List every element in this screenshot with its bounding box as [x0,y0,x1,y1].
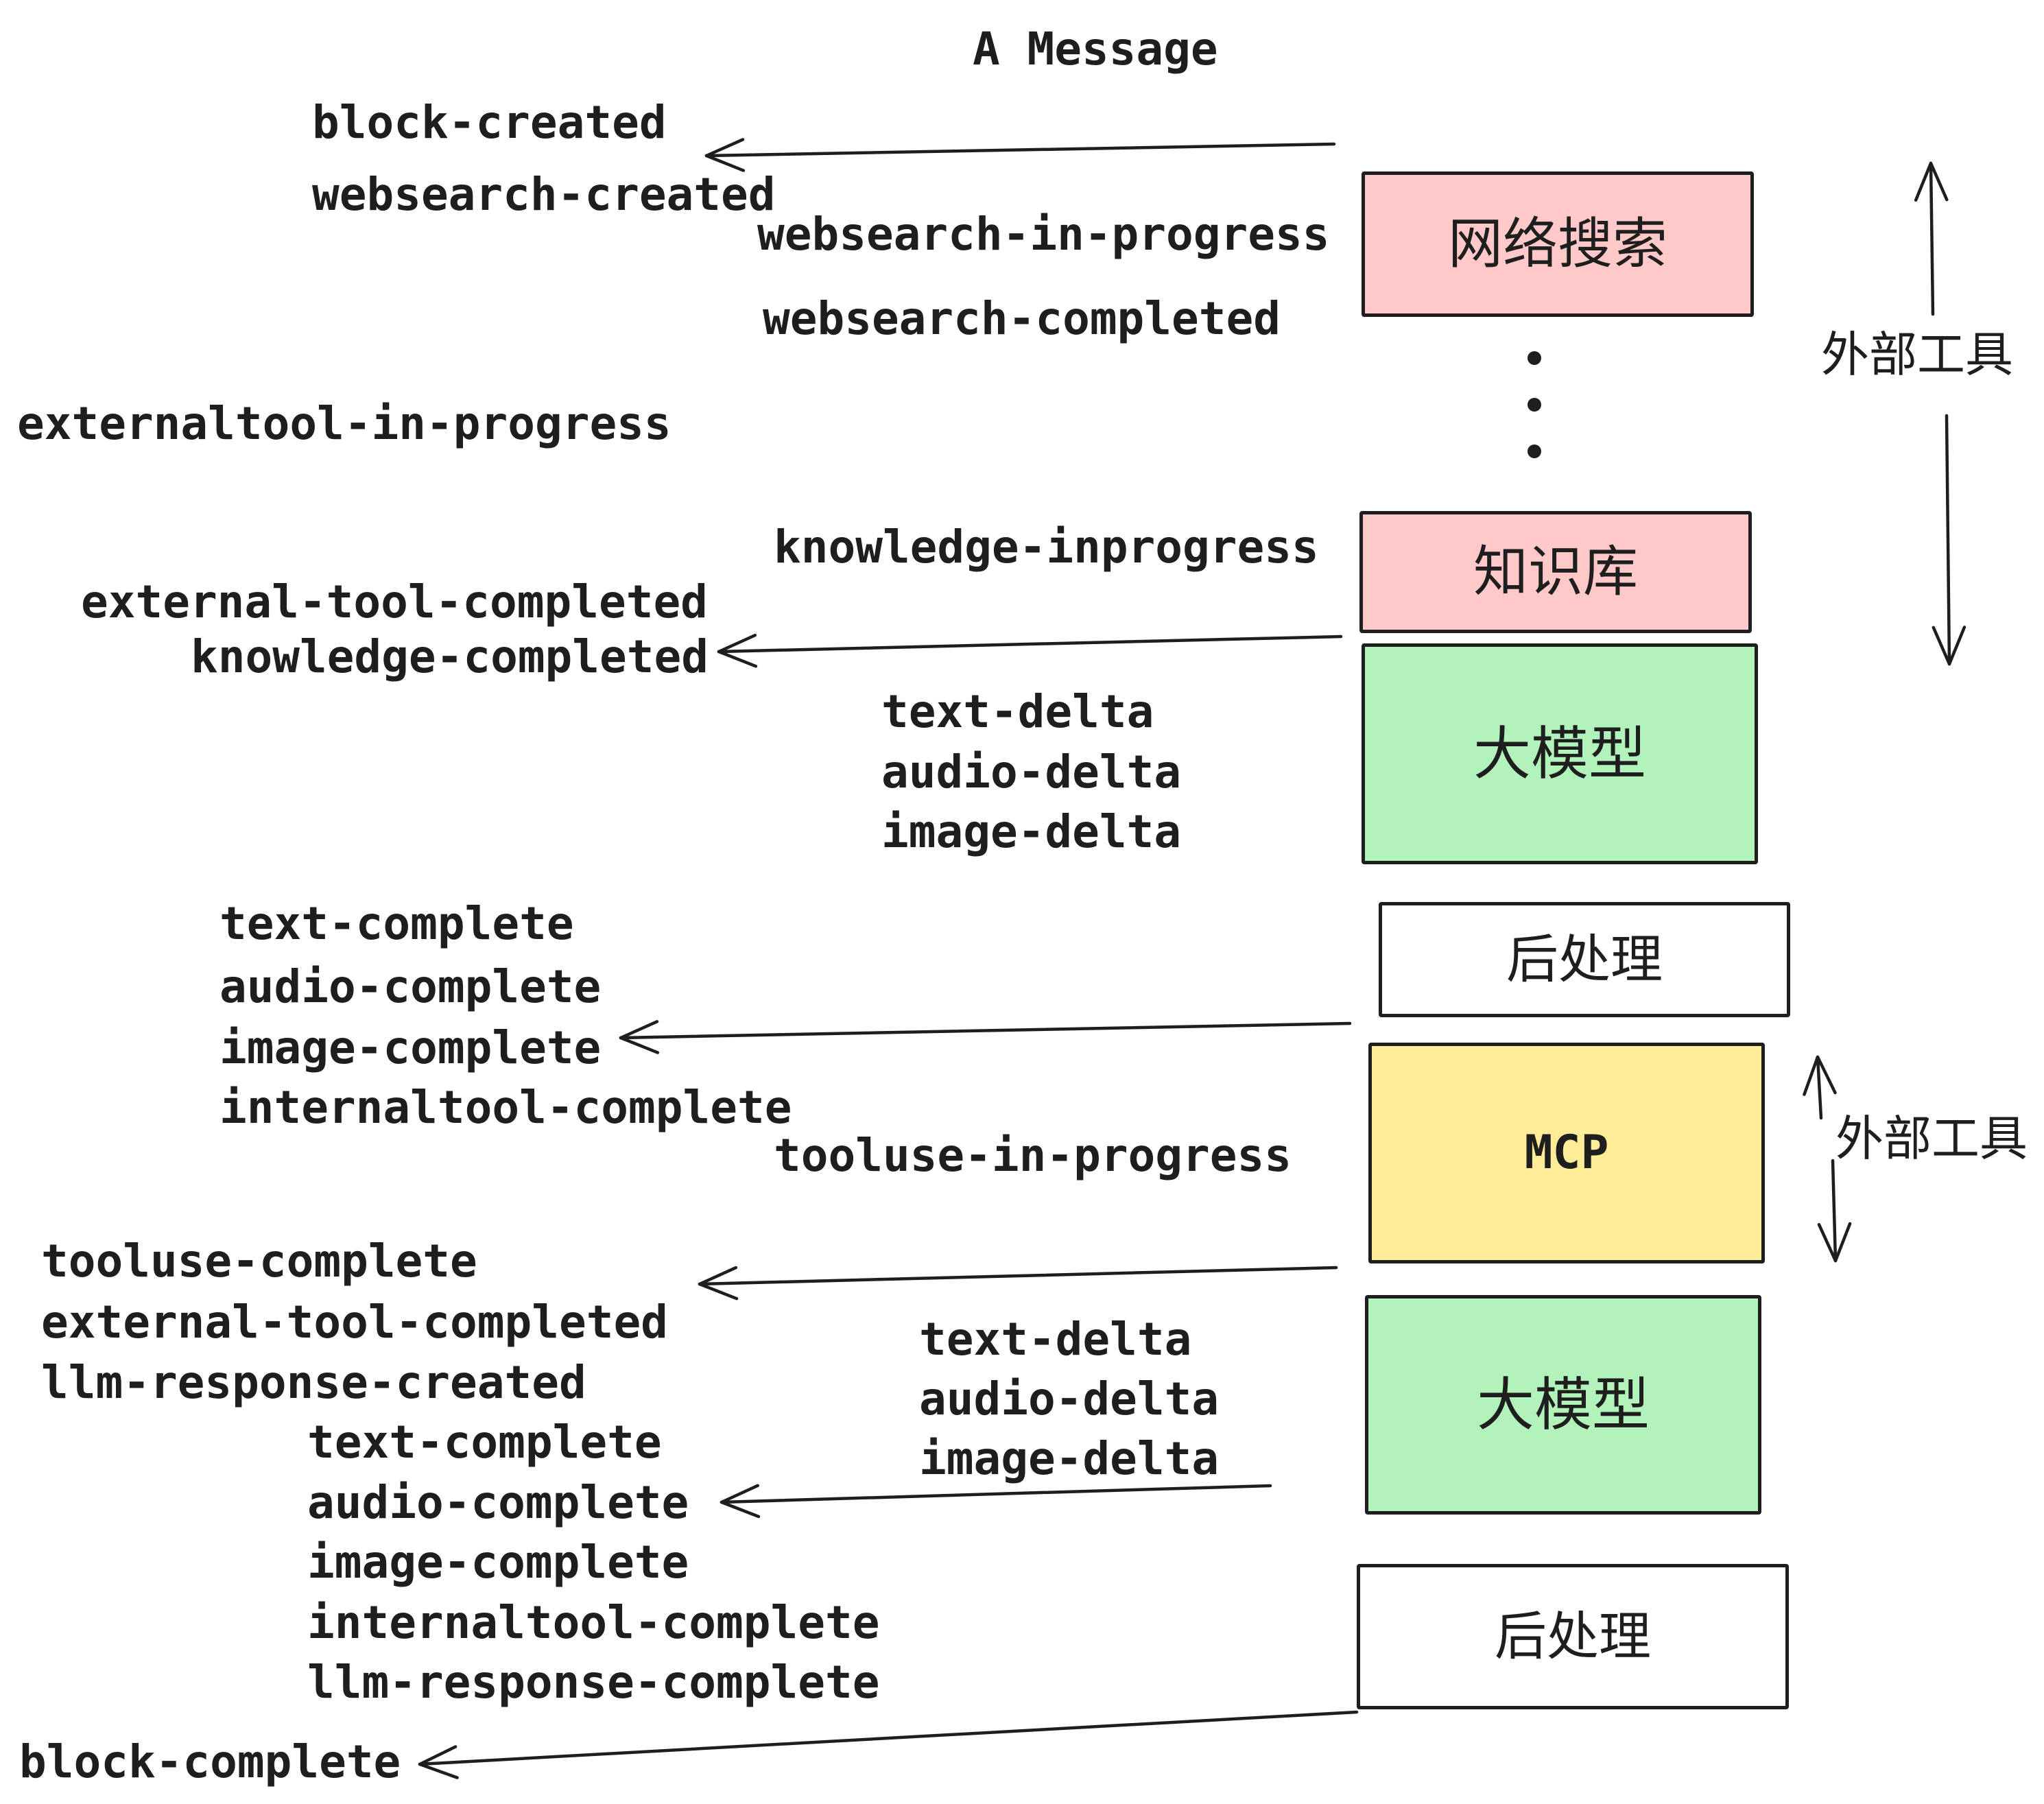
label-knowledge-inprogress: knowledge-inprogress [774,521,1319,573]
label-internaltool-complete-2: internaltool-complete [307,1596,880,1649]
label-external-tool-completed-1: external-tool-completed [81,575,708,628]
label-image-delta-2: image-delta [919,1432,1220,1485]
label-externaltool-in-progress: externaltool-in-progress [17,397,672,450]
diagram-title: A Message [973,23,1218,75]
label-image-delta-1: image-delta [881,805,1182,858]
arrow-to-audio-complete [720,1484,1272,1519]
label-tooluse-in-progress: tooluse-in-progress [774,1129,1292,1182]
label-text-complete-1: text-complete [219,897,574,950]
llm-box-2-label: 大模型 [1476,1371,1650,1438]
arrow-to-block-complete [418,1710,1359,1779]
external-tools-arrow-up-1 [1914,161,1949,316]
llm-box-2: 大模型 [1365,1295,1761,1515]
external-tools-label-2: 外部工具 [1835,1111,2028,1167]
label-websearch-created: websearch-created [312,168,776,221]
llm-box-1-label: 大模型 [1473,720,1646,787]
arrow-to-block-created [704,138,1336,172]
postprocess-box-1-label: 后处理 [1506,929,1663,990]
arrow-to-image-complete [619,1020,1352,1054]
external-tools-arrow-up-2 [1803,1055,1837,1120]
label-text-complete-2: text-complete [307,1416,662,1469]
postprocess-box-2: 后处理 [1357,1564,1789,1709]
ellipsis-dots [1528,351,1541,458]
label-internaltool-complete-1: internaltool-complete [219,1081,792,1134]
label-websearch-in-progress: websearch-in-progress [757,208,1330,261]
arrow-to-external-tool-completed [698,1266,1338,1301]
label-block-created: block-created [312,96,667,149]
knowledge-box: 知识库 [1359,511,1752,633]
label-audio-complete-2: audio-complete [307,1476,689,1529]
websearch-box-label: 网络搜索 [1448,212,1667,276]
label-audio-delta-1: audio-delta [881,746,1182,798]
postprocess-box-2-label: 后处理 [1495,1606,1651,1667]
label-audio-complete-1: audio-complete [219,960,602,1013]
external-tools-label-1: 外部工具 [1821,327,2013,383]
label-block-complete: block-complete [19,1735,401,1788]
label-image-complete-1: image-complete [219,1021,602,1074]
llm-box-1: 大模型 [1362,643,1758,864]
label-audio-delta-2: audio-delta [919,1373,1220,1425]
label-llm-response-complete: llm-response-complete [307,1656,880,1709]
label-external-tool-completed-2: external-tool-completed [41,1296,668,1349]
label-image-complete-2: image-complete [307,1536,689,1589]
knowledge-box-label: 知识库 [1473,540,1638,604]
label-text-delta-2: text-delta [919,1313,1192,1366]
postprocess-box-1: 后处理 [1379,902,1790,1017]
mcp-box: MCP [1368,1043,1765,1263]
external-tools-arrow-down-2 [1817,1159,1852,1263]
label-tooluse-complete: tooluse-complete [41,1235,477,1287]
label-knowledge-completed: knowledge-completed [191,630,709,683]
arrow-to-knowledge-completed [717,633,1343,668]
label-websearch-completed: websearch-completed [763,292,1281,345]
label-text-delta-1: text-delta [881,685,1154,738]
external-tools-arrow-down-1 [1932,414,1966,666]
websearch-box: 网络搜索 [1362,171,1754,317]
label-llm-response-created: llm-response-created [41,1356,586,1409]
mcp-box-label: MCP [1524,1126,1609,1180]
